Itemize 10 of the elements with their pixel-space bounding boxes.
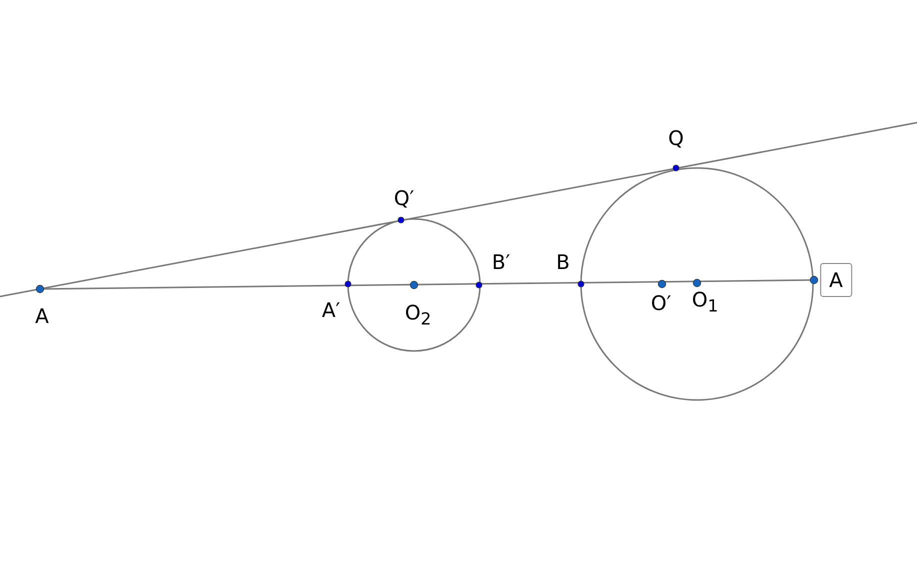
point-label: B′ — [492, 251, 510, 273]
point-label: O′ — [650, 292, 672, 314]
point-label: O$_{2}$ — [404, 302, 432, 330]
point-label: Q — [668, 127, 684, 149]
point-label: A — [820, 263, 852, 297]
point-label: B — [556, 251, 570, 273]
point-label: A — [35, 305, 49, 327]
point-label: Q′ — [394, 187, 414, 209]
point-label: A′ — [322, 299, 340, 321]
point-label: O$_{1}$ — [692, 288, 718, 318]
